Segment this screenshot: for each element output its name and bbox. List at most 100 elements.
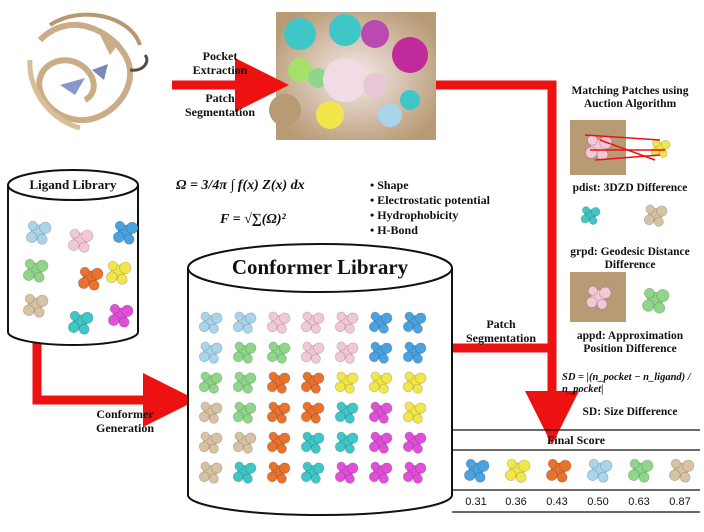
pdist-label: pdist: 3DZD Difference: [572, 182, 688, 194]
conformer-library-title: Conformer Library: [231, 255, 409, 279]
feature-item: Hydrophobicity: [370, 208, 520, 223]
score-value: 0.50: [587, 496, 609, 508]
arrow-conformer-generation: [32, 335, 197, 427]
ligand-blob: [67, 310, 94, 335]
feature-list: Shape Electrostatic potential Hydrophobi…: [370, 178, 520, 238]
patch-segmentation-top-label: Patch Segmentation: [185, 91, 255, 119]
appd-label: appd: Approximation Position Difference: [576, 330, 684, 356]
conformer-blob: [334, 401, 359, 424]
conformer-blob: [232, 371, 257, 394]
score-value: 0.87: [669, 496, 691, 508]
conformer-blob: [368, 371, 393, 394]
conformer-blob: [300, 401, 325, 424]
approx-blob: [585, 285, 612, 310]
conformer-blob: [266, 311, 291, 334]
geodesic-blob: [643, 204, 668, 227]
conformer-blob: [402, 371, 427, 394]
ligand-blob: [112, 220, 139, 245]
matching-patch-blob: [650, 139, 671, 158]
approx-blob: [642, 287, 670, 314]
arrow-pocket-to-matching: [436, 80, 579, 445]
conformer-blob: [402, 401, 427, 424]
conformer-blob: [198, 311, 223, 334]
grpd-label: grpd: Geodesic Distance Difference: [570, 246, 690, 272]
conformer-blob: [300, 311, 325, 334]
feature-item: H-Bond: [370, 223, 520, 238]
score-value: 0.31: [465, 496, 487, 508]
matching-line: [584, 134, 661, 141]
conformer-blob: [334, 341, 359, 364]
arrows: [32, 58, 579, 445]
matching-patch-blob: [585, 134, 613, 161]
final-score-blob: [504, 458, 531, 483]
conformer-blob: [266, 461, 291, 484]
ligand-blob: [22, 293, 49, 318]
conformer-blob: [232, 311, 257, 334]
conformer-blob: [368, 431, 393, 454]
ligand-blob: [25, 220, 52, 245]
conformer-blob: [368, 311, 393, 334]
conformer-blob: [334, 461, 359, 484]
final-score-blob: [627, 458, 654, 483]
omega-formula: Ω = 3/4π ∫ f(x) Z(x) dx: [176, 178, 305, 193]
conformer-blob: [300, 341, 325, 364]
conformer-blob: [232, 461, 257, 484]
protein-structure-image: [27, 12, 149, 131]
final-score-blob: [586, 458, 613, 483]
conformer-blob: [402, 311, 427, 334]
conformer-blob: [334, 311, 359, 334]
conformer-blob: [300, 371, 325, 394]
ligand-blob: [105, 260, 132, 285]
conformer-blob: [402, 431, 427, 454]
conformer-blob: [198, 431, 223, 454]
ligand-blob: [67, 228, 94, 253]
feature-item: Electrostatic potential: [370, 193, 520, 208]
feature-item: Shape: [370, 178, 520, 193]
ligand-library-title: Ligand Library: [29, 177, 117, 192]
ligand-blob: [107, 303, 134, 328]
score-value: 0.43: [546, 496, 568, 508]
conformer-blob: [334, 431, 359, 454]
score-value: 0.63: [628, 496, 650, 508]
pocket-extraction-label: Pocket Extraction: [192, 49, 248, 77]
pocket-surface-image: [269, 12, 436, 140]
conformer-generation-label: Conformer Generation: [96, 407, 154, 435]
conformer-blob: [198, 461, 223, 484]
conformer-blob: [266, 371, 291, 394]
conformer-blob: [198, 341, 223, 364]
conformer-blob: [402, 461, 427, 484]
conformer-blob: [300, 431, 325, 454]
conformer-blob: [232, 431, 257, 454]
conformer-blob: [402, 341, 427, 364]
conformer-blob: [334, 371, 359, 394]
final-score-blob: [545, 458, 572, 483]
final-score-title: Final Score: [546, 433, 606, 447]
conformer-blob: [198, 371, 223, 394]
conformer-blob: [368, 461, 393, 484]
f-formula: F = √∑(Ω)²: [220, 212, 286, 227]
conformer-blob: [232, 341, 257, 364]
conformer-blob: [300, 461, 325, 484]
final-score-table: [452, 429, 700, 513]
conformer-blob: [232, 401, 257, 424]
geodesic-blob: [580, 206, 601, 225]
ligand-blob: [77, 266, 104, 291]
molecule-blobs: [22, 120, 695, 484]
matching-line: [594, 154, 661, 161]
final-score-blob: [668, 458, 695, 483]
matching-title: Matching Patches using Auction Algorithm: [571, 85, 689, 111]
patch-segmentation-mid-label: Patch Segmentation: [466, 317, 536, 345]
sd-label: SD: Size Difference: [582, 406, 678, 418]
conformer-blob: [266, 341, 291, 364]
sd-formula: SD = |(n_pocket − n_ligand) / n_pocket|: [562, 372, 691, 396]
conformer-blob: [266, 431, 291, 454]
final-score-blob: [463, 458, 490, 483]
ligand-blob: [22, 258, 49, 283]
conformer-blob: [198, 401, 223, 424]
conformer-blob: [266, 401, 291, 424]
conformer-blob: [368, 401, 393, 424]
score-value: 0.36: [505, 496, 527, 508]
conformer-blob: [368, 341, 393, 364]
